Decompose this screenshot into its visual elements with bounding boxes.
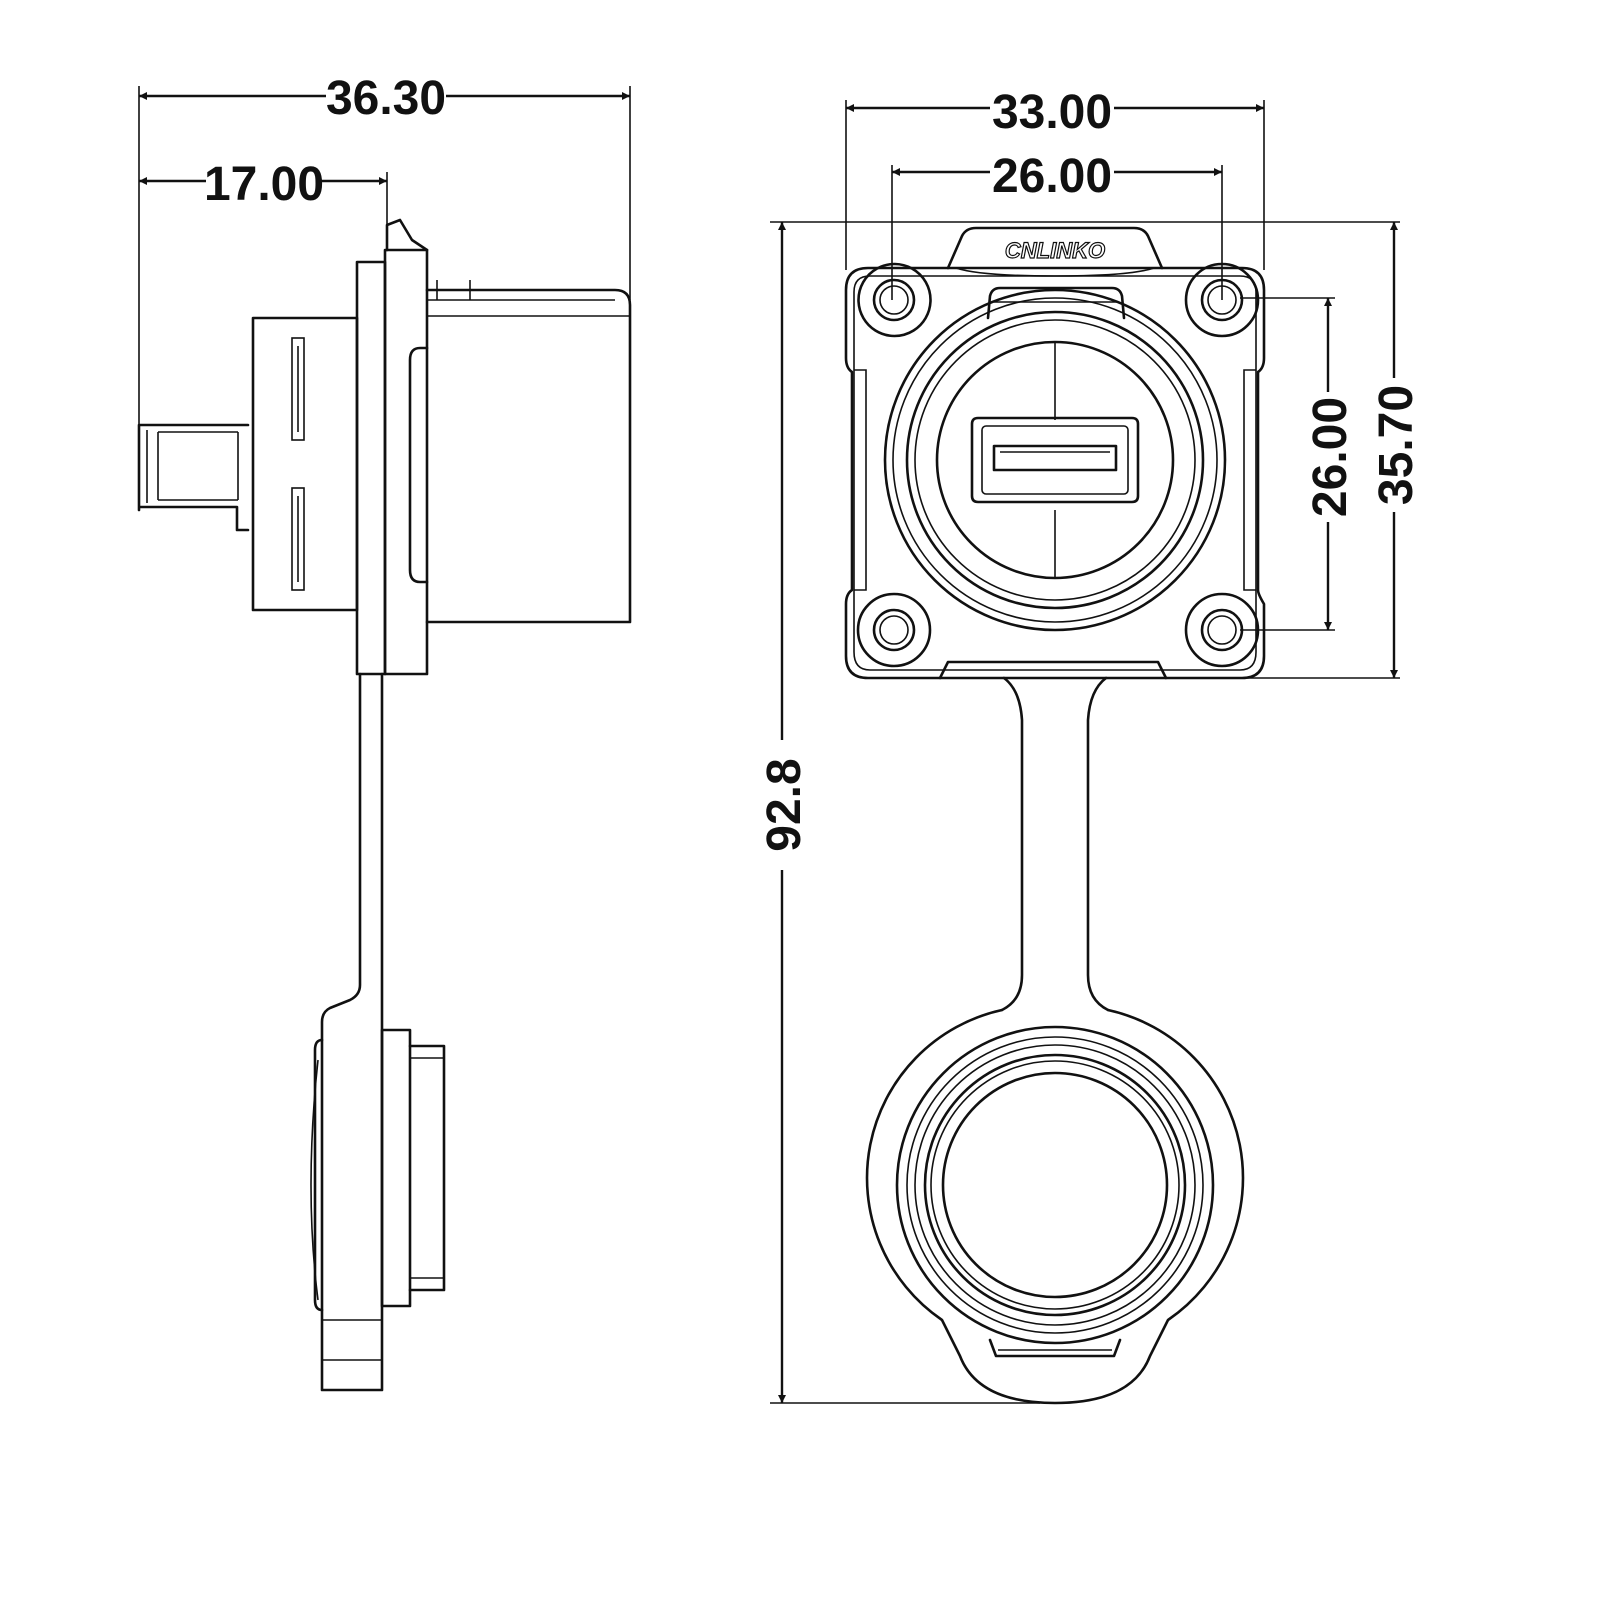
hinge-clip — [986, 286, 1126, 320]
protective-cap — [865, 1008, 1245, 1405]
dim-hole-spacing-horizontal: 26.00 — [992, 150, 1112, 203]
receptacle — [883, 288, 1227, 632]
lanyard-strap-right — [1086, 676, 1110, 1012]
dim-hole-spacing-vertical: 26.00 — [1304, 397, 1357, 517]
flange-plate — [355, 260, 387, 676]
flange-collar — [383, 248, 429, 676]
flange-inner-outline — [853, 275, 1257, 671]
mounting-hole-bottom-right — [1184, 592, 1260, 668]
brand-logo: CNLINKO — [1005, 238, 1105, 263]
lanyard-strap-left — [1000, 676, 1024, 1012]
side-view: 36.30 17.00 — [137, 72, 632, 1392]
logo-tab — [946, 226, 1164, 270]
rear-tail — [137, 423, 250, 532]
cap-side — [310, 1028, 446, 1361]
flange-recess-right — [1243, 369, 1256, 591]
logo-tab-edge — [955, 267, 1155, 277]
rear-latch-slots — [291, 337, 305, 591]
dim-flange-width: 33.00 — [992, 86, 1112, 139]
dim-rear-depth: 17.00 — [204, 158, 324, 211]
cap-pull-tab — [988, 1338, 1122, 1358]
flange-outline — [844, 266, 1266, 680]
cap-hinge-top — [385, 218, 429, 252]
flange-recess-left — [854, 369, 867, 591]
front-view: 33.00 26.00 92.8 26.00 35.70 CNLINKO — [758, 86, 1423, 1405]
usb-port — [970, 416, 1140, 504]
mounting-hole-top-right — [1184, 262, 1260, 338]
lanyard-strap-side — [320, 672, 384, 1392]
rear-housing — [251, 316, 359, 612]
dim-flange-height: 35.70 — [1370, 385, 1423, 505]
lanyard-slot — [938, 660, 1168, 680]
mounting-hole-top-left — [857, 262, 932, 338]
usb-tongue — [992, 444, 1118, 472]
dim-total-length: 92.8 — [758, 758, 811, 851]
dim-overall-depth: 36.30 — [326, 72, 446, 125]
front-body — [408, 280, 632, 624]
mounting-hole-bottom-left — [856, 592, 932, 668]
